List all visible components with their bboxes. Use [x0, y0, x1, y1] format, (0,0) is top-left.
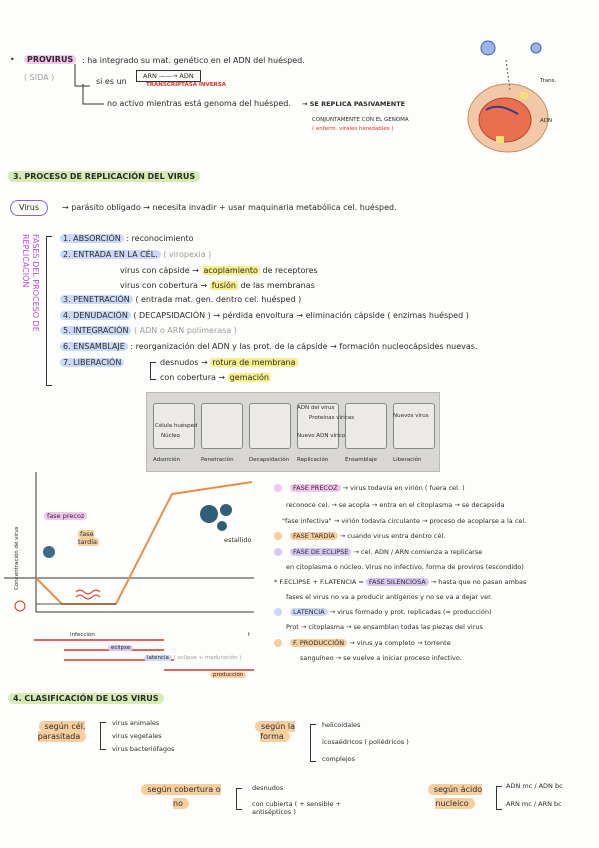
provirus-aside: ( SIDA )	[24, 73, 55, 82]
virus-line: → parásito obligado → necesita invadir +…	[62, 203, 397, 212]
phase-right-3: FASE TARDÍA → cuando virus entra dentro …	[290, 532, 445, 540]
replication-photo: Célula huésped Núcleo ADN del virus Prot…	[146, 392, 440, 472]
virus-curve-graph	[4, 472, 254, 671]
group-bracket	[496, 786, 502, 810]
provirus-title: PROVIRUS	[24, 55, 77, 65]
provirus-result: → SE REPLICA PASIVAMENTE	[302, 100, 406, 108]
phase-right-6: * F.ECLIPSE + F.LATENCIA = FASE SILENCIO…	[274, 578, 527, 586]
t-axis-label: t	[248, 632, 251, 638]
phase-dot	[274, 639, 282, 647]
liberacion-bracket	[150, 362, 156, 380]
photo-inner: Nuevos virus	[393, 413, 429, 419]
phase-dot	[274, 484, 282, 492]
phase-right-11: sanguíneo → se vuelve a iniciar proceso …	[300, 654, 462, 662]
group-item: complejos	[322, 755, 355, 763]
phase-6: 6. ENSAMBLAJE : reorganización del ADN y…	[60, 342, 477, 352]
arn-adn-box: ARN ——→ ADN	[136, 70, 201, 82]
graph-ylabel: Concentración de virus	[14, 526, 20, 590]
group-item: con cubierta ( + sensible + antisépticos…	[252, 800, 341, 816]
provirus-cell-diagram	[467, 40, 549, 153]
provirus-line5: ( enferm. virales heredables )	[312, 126, 394, 132]
photo-inner: Proteínas víricas	[309, 415, 355, 421]
produccion-label: producción	[210, 672, 247, 679]
fase-precoz-label: fase precoz	[44, 512, 88, 520]
photo-inner: Núcleo	[161, 433, 180, 439]
phase-1: 1. ABSORCIÓN : reconocimiento	[60, 234, 194, 244]
entrada-sub-1: virus con cápside → acoplamiento de rece…	[120, 266, 318, 275]
photo-label: Liberación	[393, 457, 422, 463]
provirus-line3: no activo mientras está genoma del huésp…	[107, 99, 291, 108]
phase-right-8: LATENCIA → virus formado y prot. replica…	[290, 608, 491, 616]
section4-title: 4. CLASIFICACIÓN DE LOS VIRUS	[8, 693, 164, 704]
photo-label: Penetración	[201, 457, 234, 463]
group-cel-parasitada: según cél. parasitada	[37, 721, 87, 742]
phase-5: 5. INTEGRACIÓN ( ADN o ARN polimerasa )	[60, 326, 237, 336]
phases-bracket	[46, 236, 52, 386]
group-item: virus vegetales	[112, 732, 162, 740]
photo-cell	[297, 403, 339, 449]
provirus-line2: si es un	[96, 77, 127, 86]
group-acido: según ácido nucleico	[420, 783, 490, 811]
group-item: helicoidales	[322, 721, 361, 729]
diagram-label: ADN	[540, 118, 553, 124]
photo-cell	[393, 403, 435, 449]
provirus-line4: CONJUNTAMENTE CON EL GENOMA	[312, 117, 409, 123]
latencia-label: latencia ( eclipse + maduración )	[144, 655, 241, 662]
phase-right-7: fases el virus no va a producir antígeno…	[286, 593, 493, 601]
group-item: desnudos	[252, 784, 284, 792]
phase-right-1: reconoce cel. → se acopla → entra en el …	[286, 501, 505, 509]
group-cobertura: según cobertura o no	[136, 783, 226, 811]
phase-7: 7. LIBERACIÓN	[60, 358, 125, 368]
photo-label: Ensamblaje	[345, 457, 377, 463]
phase-2: 2. ENTRADA EN LA CÉL. ( viropexia )	[60, 250, 211, 260]
side-label: FASES DEL PROCESO DE REPLICACIÓN	[21, 234, 40, 332]
bullet-icon: •	[10, 55, 15, 64]
infeccion-label: infección	[70, 632, 95, 638]
photo-cell	[249, 403, 291, 449]
group-item: ARN mc / ARN bc	[506, 800, 562, 808]
entrada-sub-2: virus con cobertura → fusión de las memb…	[120, 281, 315, 290]
phase-right-4: FASE DE ECLIPSE → cel. ADN / ARN comienz…	[290, 548, 482, 556]
rt-label: TRANSCRIPTASA INVERSA	[146, 82, 226, 88]
liberacion-sub-1: desnudos → rotura de membrana	[160, 358, 298, 367]
group-item: virus bacteriófagos	[112, 745, 175, 753]
phase-right-0: FASE PRECOZ → virus todavía en virión ( …	[290, 484, 465, 492]
phase-dot	[274, 548, 282, 556]
group-forma: según la forma	[248, 721, 302, 742]
photo-inner: ADN del virus	[297, 405, 335, 411]
phase-right-5: en citoplasma o núcleo. Virus no infecti…	[286, 563, 524, 571]
section3-title: 3. PROCESO DE REPLICACIÓN DEL VIRUS	[8, 171, 201, 182]
phase-3: 3. PENETRACIÓN ( entrada mat. gen. dentr…	[60, 295, 301, 305]
provirus-line1: : ha integrado su mat. genético en el AD…	[82, 56, 305, 65]
phase-right-2: "fase infectiva" → virión todavía circul…	[282, 517, 527, 525]
group-bracket	[310, 724, 316, 762]
group-bracket	[236, 788, 242, 810]
group-bracket	[100, 722, 106, 750]
phase-dot	[274, 532, 282, 540]
photo-label: Replicación	[297, 457, 329, 463]
virus-box: Virus	[10, 200, 49, 216]
estallido-label: estallido	[224, 536, 252, 544]
liberacion-sub-2: con cobertura → gemación	[160, 373, 271, 382]
phase-right-9: Prot → citoplasma → se ensamblan todas l…	[286, 623, 483, 631]
diagram-label: Trans.	[540, 78, 557, 84]
photo-cell	[153, 403, 195, 449]
arrow-icon	[82, 84, 104, 105]
group-item: icosaédricos ( poliédricos )	[322, 738, 409, 746]
phase-right-10: F. PRODUCCIÓN → virus ya completo → torr…	[290, 639, 451, 647]
photo-label: Adsorción	[153, 457, 180, 463]
photo-inner: Célula huésped	[155, 423, 198, 429]
fase-tardia-label: fase tardía	[78, 530, 100, 546]
photo-inner: Nuevo ADN vírico	[297, 433, 346, 439]
arrow-icon	[74, 64, 90, 87]
group-item: ADN mc / ADN bc	[506, 782, 563, 790]
group-item: virus animales	[112, 719, 160, 727]
phase-dot	[274, 608, 282, 616]
phase-4: 4. DENUDACIÓN ( DECAPSIDACIÓN ) → pérdid…	[60, 311, 469, 321]
photo-cell	[345, 403, 387, 449]
photo-cell	[201, 403, 243, 449]
photo-label: Decapsidación	[249, 457, 290, 463]
eclipse-label: eclipse	[108, 645, 134, 652]
